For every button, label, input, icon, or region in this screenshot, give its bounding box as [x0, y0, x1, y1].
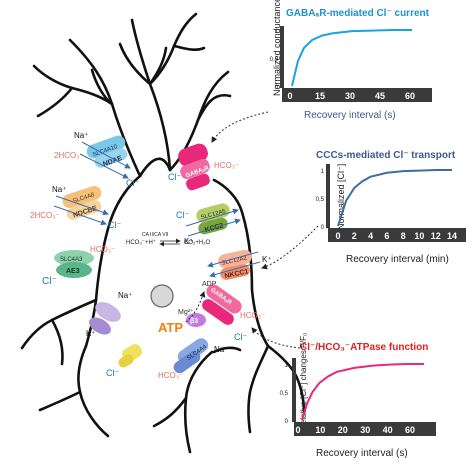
- atp-label: ATP: [158, 320, 183, 335]
- na-label-4: Na⁺: [118, 291, 132, 300]
- panel-xlabel: Recovery interval (min): [346, 254, 449, 265]
- x-tick-label: 20: [338, 425, 348, 435]
- nka-pump-left: Na⁺ K⁺: [86, 291, 132, 338]
- carbonic-anhydrase-reaction: HCO₃⁻+H⁺ CA II/CA VII CO₂+H₂O: [126, 232, 210, 247]
- reaction-right: CO₂+H₂O: [184, 240, 210, 246]
- x-tick-label: 60: [405, 91, 415, 101]
- kcc2-transporter: SLC12A5 KCC2 Cl⁻ K⁺: [176, 203, 241, 246]
- reaction-enzyme: CA II/CA VII: [142, 232, 168, 238]
- x-axis-bar: [328, 228, 466, 242]
- nucleus: [150, 284, 174, 308]
- cl-label-5: Cl⁻: [106, 368, 119, 378]
- x-ticks: 0 15 30 45 60: [287, 91, 415, 101]
- beta3-label: β3: [190, 318, 198, 325]
- hco3-label-3: HCO₃⁻: [90, 245, 115, 254]
- nkcc1-label: NKCC1: [224, 268, 249, 280]
- x-tick-label: 30: [345, 91, 355, 101]
- slc12a2-label: SLC12A2: [221, 255, 248, 266]
- adp-label: ADP: [202, 281, 217, 288]
- x-tick-label: 4: [368, 231, 373, 241]
- x-axis-bar: [282, 88, 432, 102]
- y-tick-label: 0: [321, 225, 325, 231]
- x-tick-label: 10: [414, 231, 424, 241]
- gabaar-channel: GABAₐR Cl⁻ HCO₃⁻: [168, 143, 239, 191]
- k-label-4: K⁺: [86, 329, 96, 338]
- x-tick-label: 2: [352, 231, 357, 241]
- x-tick-label: 6: [384, 231, 389, 241]
- atp-hydrolysis: ATP ADP Mg²⁺: [158, 281, 217, 335]
- panel-title: Cl⁻/HCO₃⁻ATPase function: [300, 342, 428, 353]
- slc4a3-label: SLC4A3: [60, 257, 83, 263]
- yellow-transporter: Cl⁻: [106, 344, 142, 378]
- panel-ylabel: Relative [Cl⁻] changes F/F₀: [299, 333, 308, 430]
- x-tick-label: 45: [375, 91, 385, 101]
- nkcc1-transporter: SLC12A2 NKCC1 K⁺: [207, 249, 272, 280]
- recovery-curve: [291, 29, 412, 87]
- y-tick-label: 0,5: [280, 391, 289, 397]
- panel-title: CCCs-mediated Cl⁻ transport: [316, 150, 456, 161]
- k-label-9: K⁺: [262, 255, 272, 264]
- mg-label: Mg²⁺: [178, 308, 194, 316]
- y-tick-label: 0: [275, 85, 279, 91]
- reaction-left: HCO₃⁻+H⁺: [126, 239, 156, 246]
- x-tick-label: 0: [287, 91, 292, 101]
- y-tick-label: 1: [321, 169, 325, 175]
- slc4a3-ae3-transporter: SLC4A3 AE3 Cl⁻ HCO₃⁻: [42, 245, 115, 287]
- panel-xlabel: Recovery interval (s): [304, 110, 396, 121]
- cl-label-10: Cl⁻: [234, 332, 247, 342]
- ae3-label: AE3: [66, 268, 80, 275]
- cl-label-3: Cl⁻: [42, 276, 57, 287]
- y-tick-label: 0,5: [270, 57, 279, 63]
- x-ticks: 0 10 20 30 40 60: [295, 425, 415, 435]
- chart-panel-cccs-transport: CCCs-mediated Cl⁻ transport Normalized […: [316, 150, 466, 265]
- x-tick-label: 0: [335, 231, 340, 241]
- beta3-subunit: [186, 313, 206, 327]
- cl-label-1: Cl⁻: [126, 178, 139, 188]
- chart-panel-atpase: Cl⁻/HCO₃⁻ATPase function Relative [Cl⁻] …: [280, 333, 436, 459]
- hco3-label-1: 2HCO₃⁻: [54, 151, 84, 160]
- y-tick-label: 1: [275, 29, 279, 35]
- panel-title: GABAₐR-mediated Cl⁻ current: [286, 8, 430, 19]
- na-label-1: Na⁺: [74, 131, 88, 140]
- x-tick-label: 10: [315, 425, 325, 435]
- x-tick-label: 15: [315, 91, 325, 101]
- cl-label-8: Cl⁻: [176, 210, 189, 220]
- y-ticks: 00,51: [316, 169, 325, 231]
- y-tick-label: 0: [285, 419, 289, 425]
- panel-connectors: [211, 111, 319, 349]
- x-tick-label: 0: [295, 425, 300, 435]
- hco3-label-6: HCO₃⁻: [158, 371, 183, 380]
- chart-panel-gabaar-current: GABAₐR-mediated Cl⁻ current Normalized c…: [270, 0, 432, 121]
- y-tick-label: 1: [285, 363, 289, 369]
- x-tick-label: 14: [447, 231, 457, 241]
- k-label-8: K⁺: [184, 237, 194, 246]
- y-ticks: 00,51: [280, 363, 289, 425]
- slc4a8-ndcbe-transporter: SLC4A8 NDCBE Na⁺ 2HCO₃⁻ Cl⁻: [30, 185, 121, 230]
- cl-label-2: Cl⁻: [108, 220, 121, 230]
- x-tick-label: 40: [383, 425, 393, 435]
- hco3-label-7: HCO₃⁻: [214, 161, 239, 170]
- x-tick-label: 12: [431, 231, 441, 241]
- panel-xlabel: Recovery interval (s): [316, 448, 408, 459]
- na-label-2: Na⁺: [52, 185, 66, 194]
- hco3-label-10: HCO₃⁻: [240, 311, 265, 320]
- na-label-6: Na⁺: [214, 345, 228, 354]
- recovery-curve: [337, 169, 452, 227]
- x-tick-label: 60: [405, 425, 415, 435]
- x-ticks: 0 2 4 6 8 10 12 14: [335, 231, 457, 241]
- x-tick-label: 8: [401, 231, 406, 241]
- y-tick-label: 0,5: [316, 197, 325, 203]
- y-ticks: 00,51: [270, 29, 279, 91]
- x-axis-bar: [294, 422, 436, 436]
- hco3-label-2: 2HCO₃⁻: [30, 211, 60, 220]
- slc4a4-transporter: SLC4A4 HCO₃⁻ Na⁺: [158, 338, 228, 380]
- panel-ylabel: Normalized conductance: [272, 0, 282, 96]
- cl-label-7: Cl⁻: [168, 172, 181, 182]
- slc4a10-ndae-transporter: SLC4A10 NDAE Na⁺ 2HCO₃⁻ Cl⁻: [54, 131, 139, 188]
- panel-ylabel: Normalized [Cl⁻]: [336, 164, 346, 230]
- x-tick-label: 30: [360, 425, 370, 435]
- recovery-curve: [301, 363, 424, 421]
